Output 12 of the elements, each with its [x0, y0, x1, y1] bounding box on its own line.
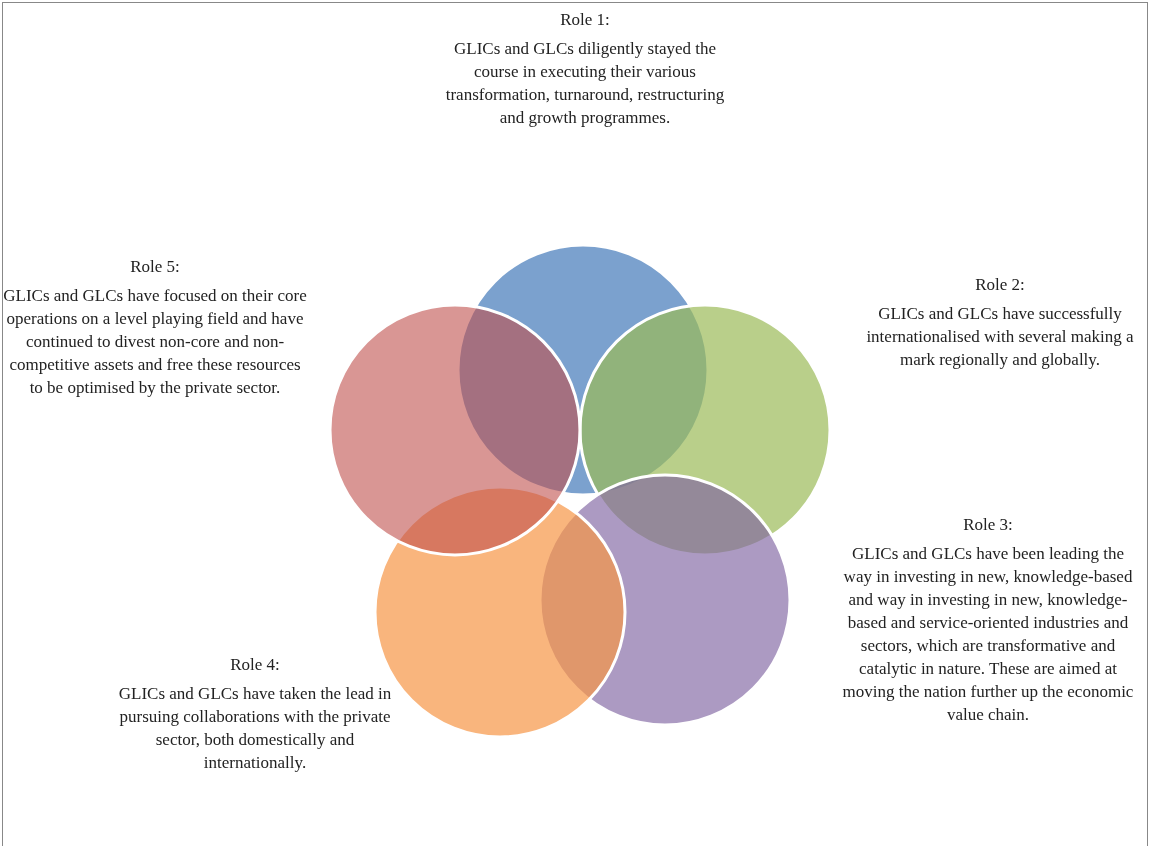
- role-description: GLICs and GLCs have taken the lead in pursuing collaborations with the private sector, both domestically and internationally.: [117, 683, 393, 774]
- role-description: GLICs and GLCs diligently stayed the course in executing their various transformation, turnaround, restructuring and growth programmes.: [445, 38, 725, 129]
- role-heading: Role 2:: [975, 274, 1025, 296]
- role-heading: Role 3:: [963, 514, 1013, 536]
- role-heading: Role 1:: [560, 9, 610, 31]
- role-description: GLICs and GLCs have focused on their core operations on a level playing field and have continued to divest non-core and non-competitive assets and free these resources to be optimised by the private sector.: [2, 285, 308, 399]
- circle: [328, 303, 582, 557]
- role-description: GLICs and GLCs have been leading the way in investing in new, knowledge-based and way in investing in new, knowledge-based and service-oriented industries and sectors, which are transformative and catalytic in nature. These are aimed at moving the nation further up the economic value chain.: [841, 543, 1135, 726]
- role-description: GLICs and GLCs have successfully internationalised with several making a mark regionally and globally.: [865, 303, 1135, 371]
- circle: [578, 303, 832, 557]
- role-heading: Role 4:: [230, 654, 280, 676]
- role-heading: Role 5:: [130, 256, 180, 278]
